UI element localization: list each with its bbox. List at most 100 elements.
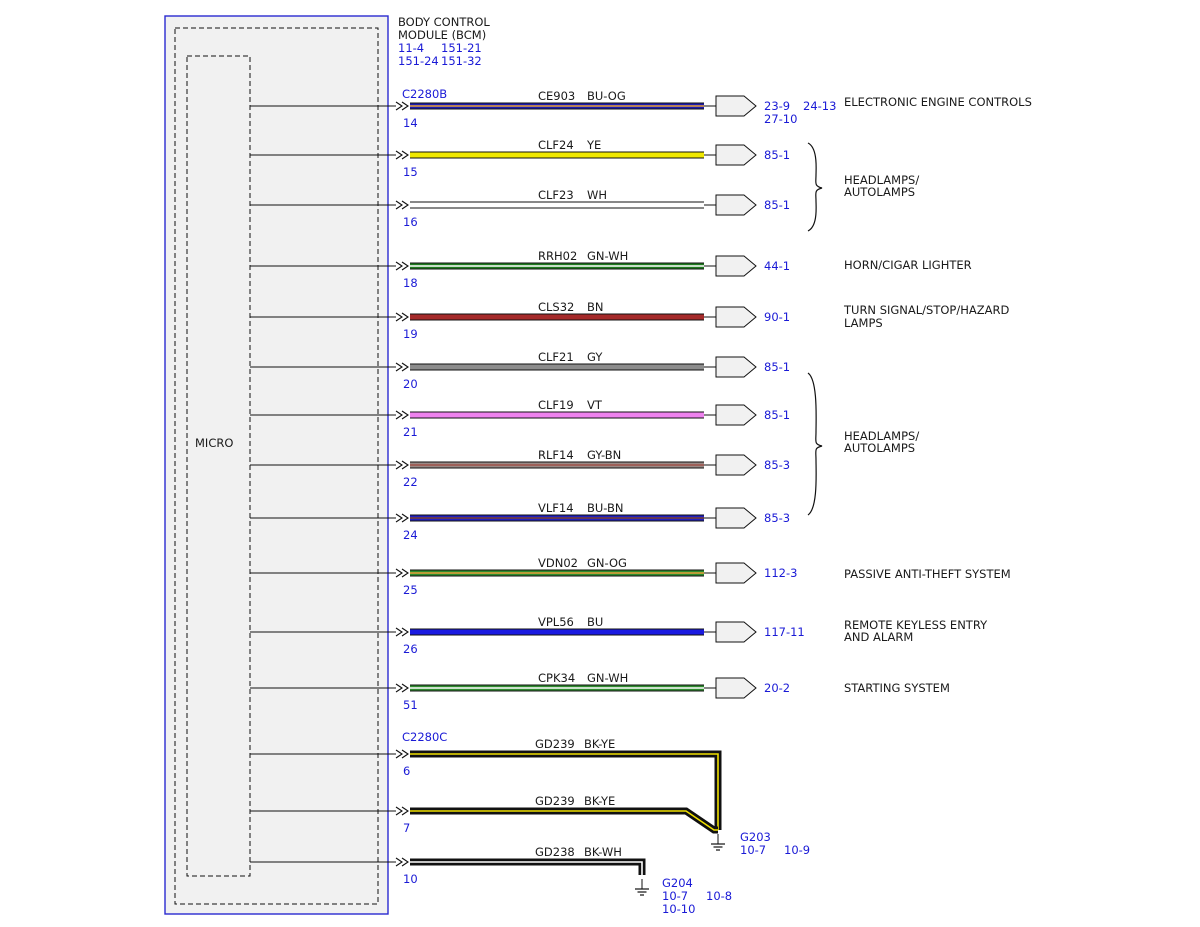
circuit-label: RRH02	[538, 249, 577, 263]
page-ref-link[interactable]: 24-13	[803, 99, 836, 113]
color-code-label: BN	[587, 300, 604, 314]
connector-label[interactable]: C2280B	[402, 87, 447, 101]
connector-end-icon[interactable]	[715, 144, 757, 166]
module-ref[interactable]: 11-4	[398, 41, 424, 55]
circuit-label: CE903	[538, 89, 575, 103]
connector-label[interactable]: C2280C	[402, 730, 447, 744]
page-ref-link[interactable]: 85-1	[764, 360, 790, 374]
pin-number: 15	[403, 165, 418, 179]
page-ref-link[interactable]: 85-3	[764, 511, 790, 525]
pin-arrow-icon	[401, 101, 409, 111]
pin-number: 25	[403, 583, 418, 597]
page-ref-link[interactable]: 85-1	[764, 408, 790, 422]
ground-wire-stripe	[410, 753, 719, 830]
pin-arrow-icon	[395, 410, 403, 420]
page-ref-link[interactable]: 10-7	[740, 843, 766, 857]
connector-end-icon[interactable]	[715, 507, 757, 529]
pin-number: 19	[403, 327, 418, 341]
color-code-label: BK-WH	[584, 845, 622, 859]
page-ref-link[interactable]: 85-1	[764, 148, 790, 162]
module-ref[interactable]: 151-24	[398, 54, 439, 68]
micro-label: MICRO	[195, 436, 233, 450]
circuit-label: VLF14	[538, 501, 574, 515]
pin-arrow-icon	[395, 312, 403, 322]
page-ref-link[interactable]: 85-1	[764, 198, 790, 212]
system-label: AND ALARM	[844, 630, 913, 644]
pin-arrow-icon	[395, 683, 403, 693]
circuit-label: CLF21	[538, 350, 574, 364]
circuit-label: CLF24	[538, 138, 574, 152]
module-ref[interactable]: 151-32	[441, 54, 482, 68]
ground-wire[interactable]	[410, 750, 722, 830]
pin-arrow-icon	[395, 627, 403, 637]
ground-wire[interactable]	[410, 807, 718, 834]
circuit-label: CLF19	[538, 398, 574, 412]
system-label: HEADLAMPS/	[844, 429, 919, 443]
pin-arrow-icon	[395, 200, 403, 210]
pin-arrow-icon	[401, 200, 409, 210]
connector-end-icon[interactable]	[715, 404, 757, 426]
bcm-inner-dashed-box	[174, 27, 379, 905]
ground-wire-stripe	[410, 810, 718, 831]
page-ref-link[interactable]: 10-7	[662, 889, 688, 903]
pin-arrow-icon	[401, 857, 409, 867]
system-label: TURN SIGNAL/STOP/HAZARD	[843, 303, 1009, 317]
system-label: STARTING SYSTEM	[844, 681, 950, 695]
system-label: PASSIVE ANTI-THEFT SYSTEM	[844, 567, 1011, 581]
pin-arrow-icon	[395, 806, 403, 816]
pin-arrow-icon	[395, 460, 403, 470]
pin-arrow-icon	[395, 261, 403, 271]
module-title-line2: MODULE (BCM)	[398, 28, 486, 42]
module-title-line1: BODY CONTROL	[398, 15, 490, 29]
pin-arrow-icon	[401, 261, 409, 271]
page-ref-link[interactable]: 20-2	[764, 681, 790, 695]
page-ref-link[interactable]: 85-3	[764, 458, 790, 472]
pin-number: 24	[403, 528, 418, 542]
group-brace	[807, 142, 823, 232]
page-ref-link[interactable]: 10-9	[784, 843, 810, 857]
pin-arrow-icon	[395, 101, 403, 111]
circuit-label: GD238	[535, 845, 575, 859]
connector-end-icon[interactable]	[715, 255, 757, 277]
page-ref-link[interactable]: 10-8	[706, 889, 732, 903]
ground-label[interactable]: G204	[662, 876, 693, 890]
system-label: LAMPS	[844, 316, 883, 330]
color-code-label: BK-YE	[584, 737, 615, 751]
connector-end-icon[interactable]	[715, 306, 757, 328]
page-ref-link[interactable]: 90-1	[764, 310, 790, 324]
ground-label[interactable]: G203	[740, 830, 771, 844]
color-code-label: BK-YE	[584, 794, 615, 808]
page-ref-link[interactable]: 23-9	[764, 99, 790, 113]
pin-number: 21	[403, 425, 418, 439]
ground-wire-core	[410, 751, 721, 830]
color-code-label: BU-OG	[587, 89, 626, 103]
ground-wire-core	[410, 859, 645, 875]
connector-end-icon[interactable]	[715, 621, 757, 643]
connector-end-icon[interactable]	[715, 454, 757, 476]
connector-end-icon[interactable]	[715, 194, 757, 216]
pin-arrow-icon	[395, 362, 403, 372]
circuit-label: CLS32	[538, 300, 574, 314]
color-code-label: GY-BN	[587, 448, 621, 462]
circuit-label: VDN02	[538, 556, 578, 570]
connector-end-icon[interactable]	[715, 677, 757, 699]
color-code-label: GY	[587, 350, 603, 364]
page-ref-link[interactable]: 10-10	[662, 902, 695, 916]
page-ref-link[interactable]: 44-1	[764, 259, 790, 273]
page-ref-link[interactable]: 112-3	[764, 566, 797, 580]
connector-end-icon[interactable]	[715, 356, 757, 378]
circuit-label: VPL56	[538, 615, 574, 629]
pin-number: 16	[403, 215, 418, 229]
pin-number: 22	[403, 475, 418, 489]
connector-end-icon[interactable]	[715, 95, 757, 117]
module-ref[interactable]: 151-21	[441, 41, 482, 55]
pin-arrow-icon	[401, 362, 409, 372]
page-ref-link[interactable]: 117-11	[764, 625, 805, 639]
color-code-label: GN-OG	[587, 556, 627, 570]
circuit-label: RLF14	[538, 448, 574, 462]
connector-end-icon[interactable]	[715, 562, 757, 584]
circuit-label: GD239	[535, 737, 575, 751]
page-ref-link[interactable]: 27-10	[764, 112, 797, 126]
color-code-label: YE	[586, 138, 601, 152]
pin-number: 18	[403, 276, 418, 290]
